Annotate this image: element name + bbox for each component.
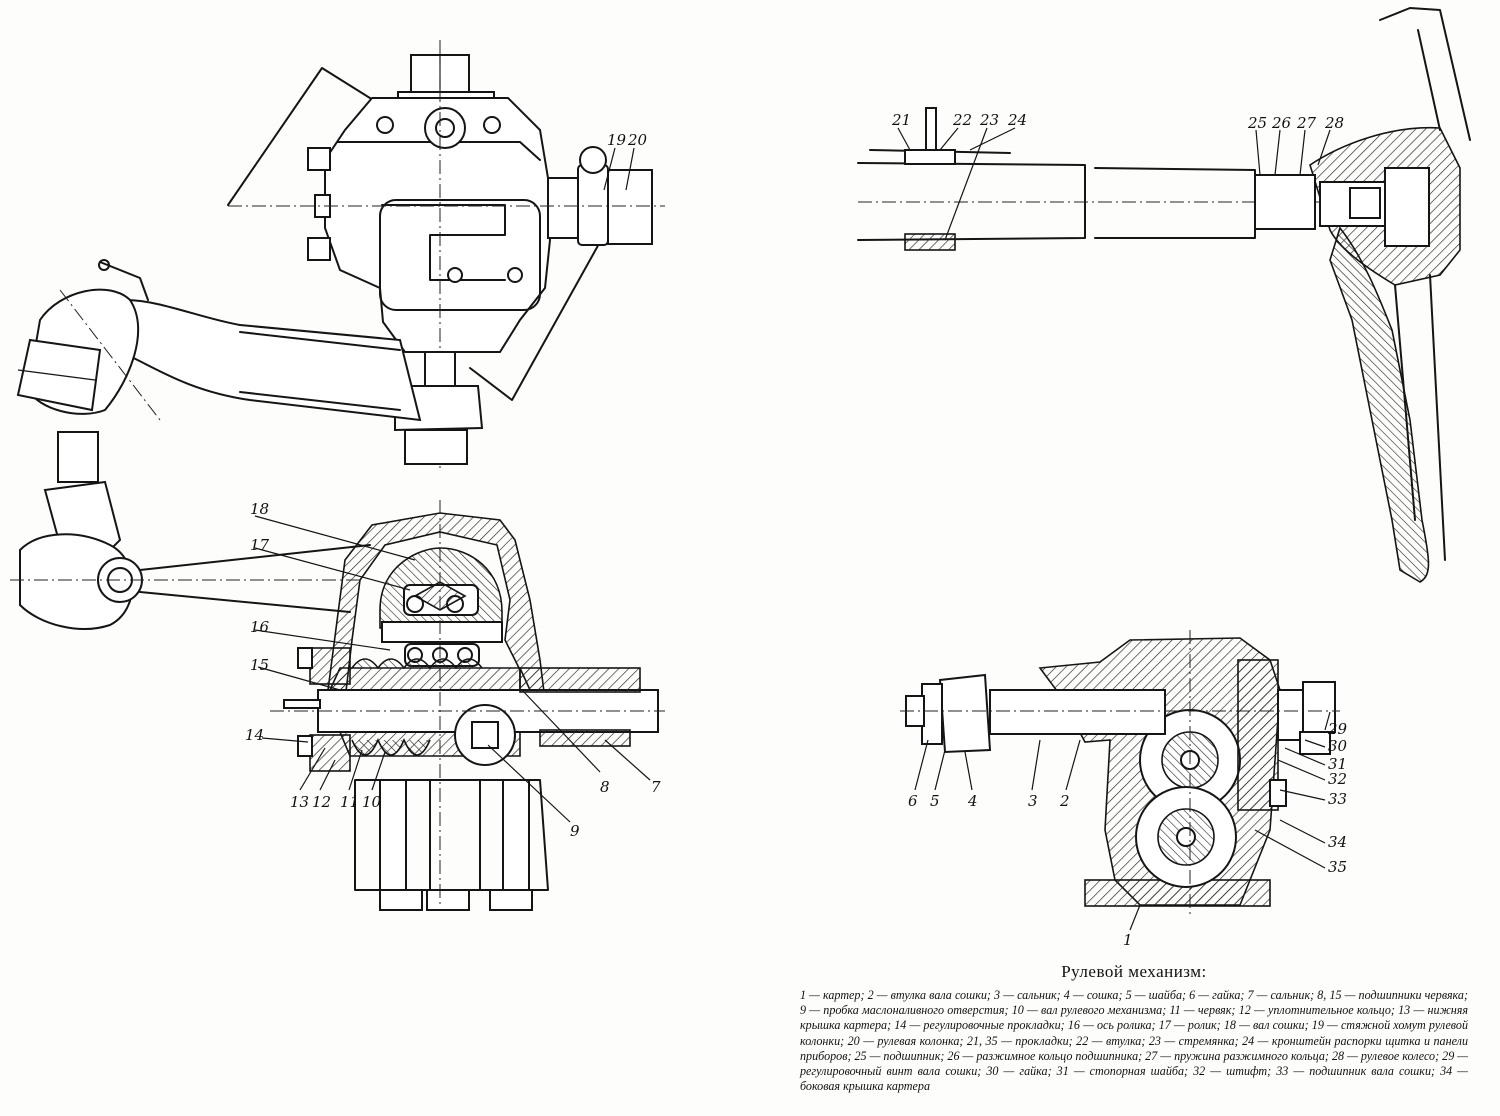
callout-23: 23 bbox=[979, 111, 999, 129]
caption-title: Рулевой механизм: bbox=[1061, 962, 1207, 981]
callout-7: 7 bbox=[651, 778, 661, 796]
callout-2: 2 bbox=[1059, 792, 1070, 810]
callout-35: 35 bbox=[1328, 858, 1347, 876]
column-view-assembly bbox=[857, 7, 1471, 583]
side-section-assembly bbox=[900, 630, 1340, 915]
callout-26: 26 bbox=[1271, 114, 1292, 132]
caption-legend: 1 — картер; 2 — втулка вала сошки; 3 — с… bbox=[800, 988, 1469, 1094]
callout-labels: 19 20 18 17 16 15 14 13 12 11 10 9 8 7 2… bbox=[245, 111, 1348, 949]
callout-16: 16 bbox=[250, 618, 270, 636]
callout-5: 5 bbox=[930, 792, 940, 810]
callout-10: 10 bbox=[362, 793, 382, 811]
callout-29: 29 bbox=[1327, 720, 1348, 738]
callout-leaders bbox=[254, 127, 1331, 931]
callout-34: 34 bbox=[1328, 833, 1347, 851]
callout-17: 17 bbox=[250, 536, 270, 554]
callout-3: 3 bbox=[1028, 792, 1038, 810]
callout-19: 19 bbox=[607, 131, 627, 149]
callout-21: 21 bbox=[891, 111, 911, 129]
callout-25: 25 bbox=[1247, 114, 1267, 132]
callout-15: 15 bbox=[250, 656, 269, 674]
callout-4: 4 bbox=[967, 792, 978, 810]
callout-24: 24 bbox=[1007, 111, 1027, 129]
callout-33: 33 bbox=[1328, 790, 1347, 808]
callout-18: 18 bbox=[250, 500, 269, 518]
callout-28: 28 bbox=[1324, 114, 1344, 132]
callout-8: 8 bbox=[600, 778, 610, 796]
callout-13: 13 bbox=[290, 793, 309, 811]
top-view-assembly bbox=[16, 40, 665, 470]
callout-14: 14 bbox=[245, 726, 264, 744]
callout-11: 11 bbox=[340, 793, 359, 811]
callout-6: 6 bbox=[908, 792, 918, 810]
callout-1: 1 bbox=[1123, 931, 1133, 949]
section-view-assembly bbox=[10, 431, 665, 911]
callout-30: 30 bbox=[1328, 737, 1348, 755]
callout-27: 27 bbox=[1296, 114, 1317, 132]
callout-20: 20 bbox=[627, 131, 648, 149]
callout-31: 31 bbox=[1328, 755, 1347, 773]
callout-22: 22 bbox=[952, 111, 972, 129]
callout-9: 9 bbox=[570, 822, 580, 840]
figure-caption: Рулевой механизм: 1 — картер; 2 — втулка… bbox=[800, 962, 1468, 1094]
callout-12: 12 bbox=[312, 793, 331, 811]
callout-32: 32 bbox=[1328, 770, 1347, 788]
